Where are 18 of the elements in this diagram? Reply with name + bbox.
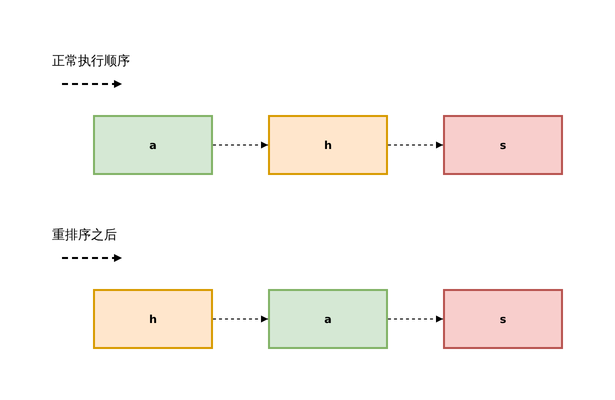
process-box: [268, 115, 388, 175]
box-label: a: [324, 312, 332, 326]
process-box: [93, 289, 213, 349]
box-label: s: [500, 138, 506, 152]
box-label: s: [500, 312, 506, 326]
box-label: a: [149, 138, 157, 152]
process-box: [443, 115, 563, 175]
arrow: [212, 142, 268, 148]
process-box: [443, 289, 563, 349]
box-label: h: [149, 312, 157, 326]
section-heading: 正常执行顺序: [52, 53, 130, 70]
arrow: [388, 316, 444, 322]
process-box: [268, 289, 388, 349]
arrow: [388, 142, 444, 148]
section-heading: 重排序之后: [52, 227, 117, 244]
process-box: [93, 115, 213, 175]
arrow: [212, 316, 268, 322]
box-label: h: [324, 138, 332, 152]
